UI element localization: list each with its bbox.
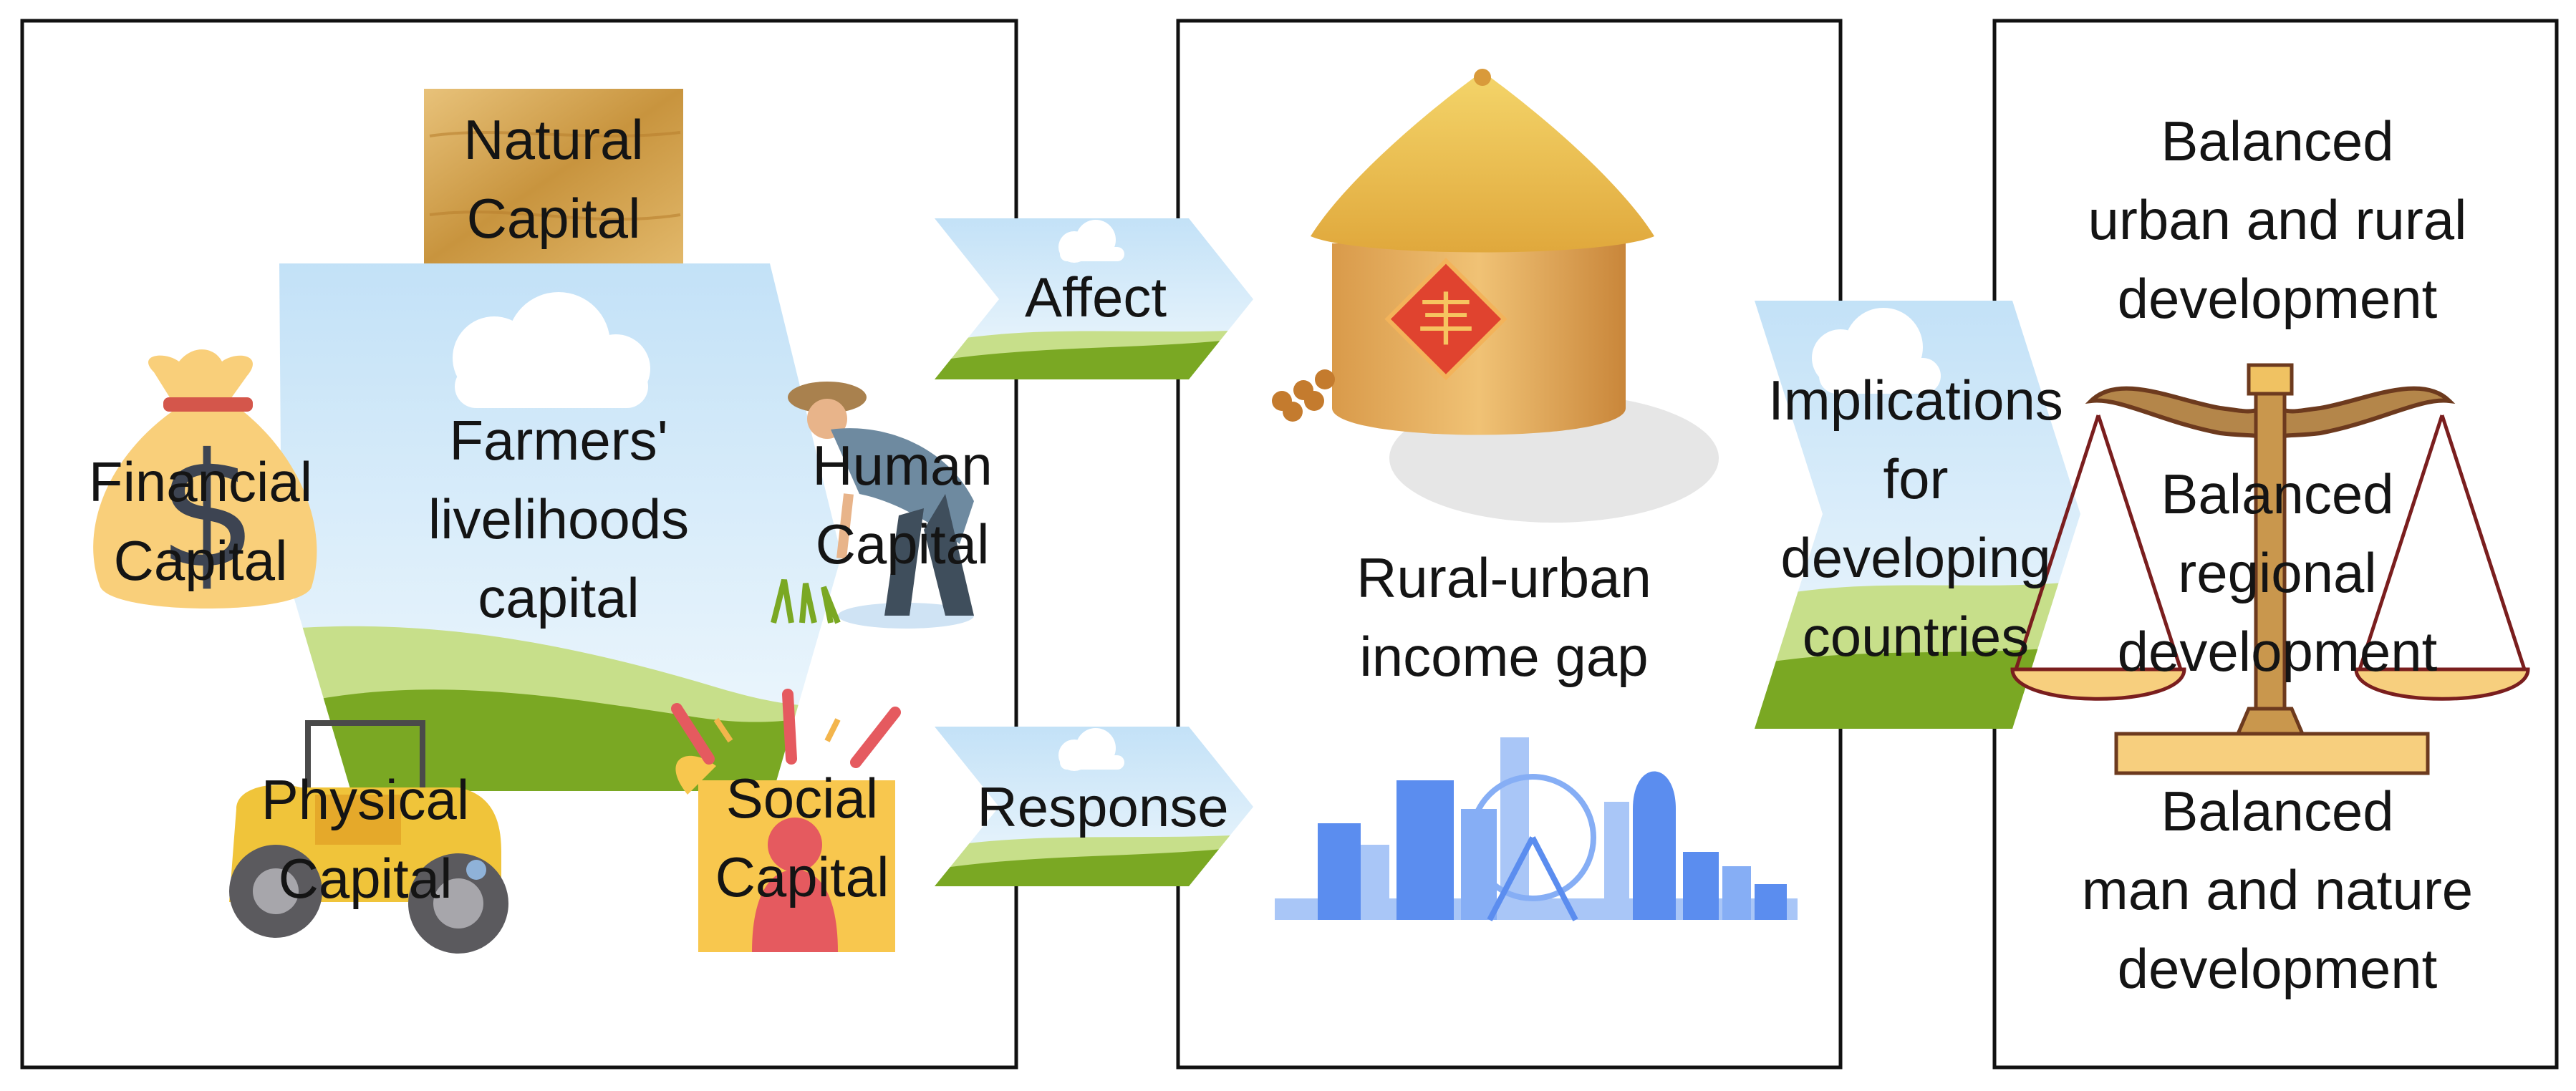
svg-text:$: $ [158, 420, 258, 603]
response-label: Response [977, 775, 1229, 838]
natural-capital-icon [424, 89, 683, 263]
implications-arrow [1755, 301, 2080, 729]
balance-scale-icon [2010, 363, 2530, 775]
hut-icon: 丰 [1272, 69, 1719, 523]
tractor-icon [229, 720, 508, 954]
money-bag-icon: $ [93, 349, 317, 608]
livelihoods-hexagon [279, 263, 841, 791]
cloud-icon [453, 292, 650, 408]
farmer-icon [771, 382, 974, 629]
affect-label: Affect [1024, 266, 1167, 329]
hut-door-character: 丰 [1417, 288, 1475, 352]
social-capital-icon [671, 689, 901, 952]
city-skyline-icon [1275, 737, 1798, 921]
